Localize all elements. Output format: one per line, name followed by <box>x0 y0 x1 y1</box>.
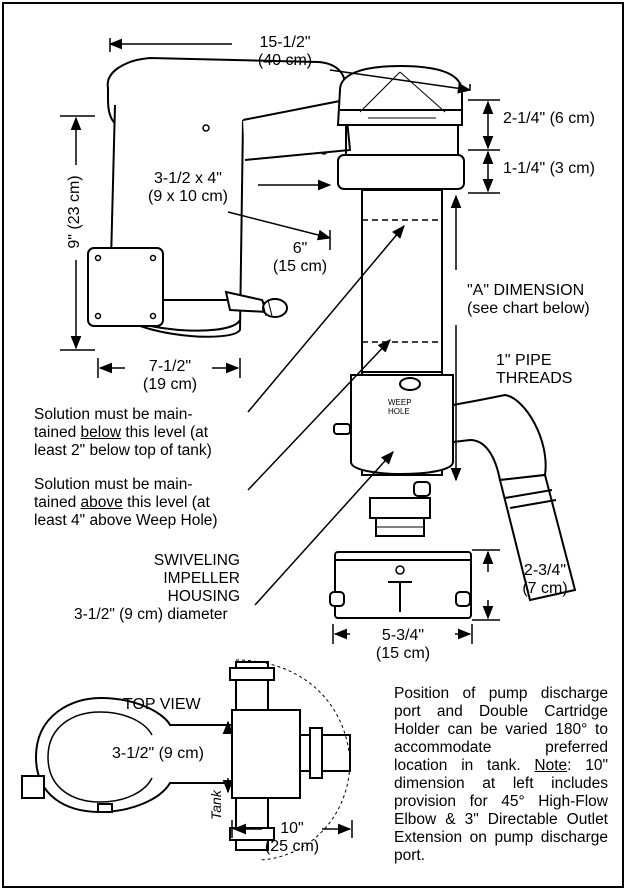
description-paragraph: Position of pump discharge port and Doub… <box>394 685 608 865</box>
swivel-line2: IMPELLER <box>163 570 240 587</box>
note-above-emphasis: above <box>80 494 123 511</box>
holder-width-cm: (15 cm) <box>375 645 431 662</box>
note-below-emphasis: below <box>80 424 122 441</box>
top-view-length-label: 10" (25 cm) <box>262 820 322 856</box>
swivel-line3: HOUSING <box>167 588 240 605</box>
overall-length-inch: 15-1/2" <box>259 34 311 51</box>
note-above-line1: Solution must be main- <box>34 476 193 493</box>
weep-hole-line1: WEEP <box>388 398 412 407</box>
note-above-line2: tained above this level (at <box>34 494 218 512</box>
motor-box-inch: 3-1/2 x 4" <box>154 170 222 187</box>
top-view-width: 3-1/2" (9 cm) <box>112 745 204 762</box>
top-view-drawing <box>21 659 351 861</box>
note-swiveling-housing: SWIVELING IMPELLER HOUSING <box>70 552 240 606</box>
holder-width-inch: 5-3/4" <box>381 627 425 644</box>
note-below-line3: least 2" below top of tank) <box>34 442 212 459</box>
arm-gap-inch: 6" <box>292 240 308 257</box>
motor-width-cm: (19 cm) <box>142 376 198 393</box>
top-view-title: TOP VIEW <box>123 696 201 713</box>
motor-height-label: 9" (23 cm) <box>66 175 83 249</box>
motor-box-cm: (9 x 10 cm) <box>147 188 228 205</box>
a-dimension-label: "A" DIMENSION (see chart below) <box>467 282 590 318</box>
swivel-diameter: 3-1/2" (9 cm) diameter <box>74 606 228 623</box>
pipe-threads-line2: THREADS <box>496 370 573 387</box>
top-height-label: 2-1/4" (6 cm) <box>503 110 595 127</box>
description-note-label: Note <box>534 757 568 774</box>
pipe-threads-label: 1" PIPE THREADS <box>496 352 572 388</box>
note-above-level: Solution must be main- tained above this… <box>34 476 218 530</box>
description-text-1: Position of pump discharge port and Doub… <box>394 685 608 774</box>
note-below-line1: Solution must be main- <box>34 406 193 423</box>
motor-body <box>87 56 352 338</box>
holder-width-label: 5-3/4" (15 cm) <box>352 627 454 663</box>
a-dimension-title: "A" DIMENSION <box>467 282 585 299</box>
arm-gap-label: 6" (15 cm) <box>265 240 335 276</box>
dimension-lines <box>60 38 500 838</box>
overall-length-cm: (40 cm) <box>257 52 313 69</box>
note-below-post: this level (at <box>121 424 209 441</box>
holder-height-inch: 2-3/4" <box>523 562 567 579</box>
note-below-level: Solution must be main- tained below this… <box>34 406 212 460</box>
weep-hole-label: WEEP HOLE <box>388 398 412 416</box>
arm-gap-cm: (15 cm) <box>272 258 328 275</box>
cartridge-holder <box>329 497 472 619</box>
description-text-2: : 10" dimension at left includes provisi… <box>394 757 608 864</box>
holder-height-label: 2-3/4" (7 cm) <box>505 562 585 598</box>
top-view-length-inch: 10" <box>280 820 304 837</box>
note-below-pre: tained <box>34 424 81 441</box>
motor-box-label: 3-1/2 x 4" (9 x 10 cm) <box>128 170 248 206</box>
collar-height-label: 1-1/4" (3 cm) <box>503 160 595 177</box>
note-below-line2: tained below this level (at <box>34 424 212 442</box>
motor-width-label: 7-1/2" (19 cm) <box>128 358 212 394</box>
top-view-length-cm: (25 cm) <box>264 838 320 855</box>
a-dimension-note: (see chart below) <box>467 300 590 317</box>
motor-width-inch: 7-1/2" <box>148 358 192 375</box>
weep-hole-line2: HOLE <box>388 407 410 416</box>
overall-length-label: 15-1/2" (40 cm) <box>240 34 330 70</box>
note-above-post: this level (at <box>122 494 210 511</box>
note-above-line3: least 4" above Weep Hole) <box>34 512 218 529</box>
note-above-pre: tained <box>34 494 81 511</box>
holder-height-cm: (7 cm) <box>522 580 568 597</box>
pipe-threads-line1: 1" PIPE <box>496 352 552 369</box>
pump-column <box>333 64 577 602</box>
tank-label: Tank <box>208 790 224 820</box>
swivel-line1: SWIVELING <box>153 552 240 569</box>
